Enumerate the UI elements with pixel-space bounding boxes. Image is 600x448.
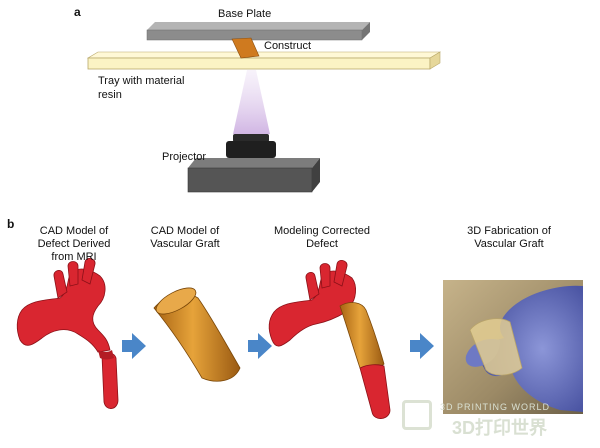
graft-model <box>153 287 241 382</box>
defect-vessel-lower <box>101 352 119 409</box>
tray-label-line2: resin <box>98 89 122 101</box>
corrected-branch-1 <box>305 272 320 301</box>
construct-label: Construct <box>264 40 312 52</box>
step-2-caption-line1: CAD Model of <box>150 225 220 237</box>
tray-label-line1: Tray with material <box>98 75 185 87</box>
step-arrow-1 <box>122 333 146 359</box>
corrected-branch-2 <box>319 263 331 289</box>
corrected-vessel-lower <box>359 364 391 419</box>
projector-label: Projector <box>162 151 207 163</box>
step-1-caption-line3: from MRI <box>51 251 97 263</box>
panel-b-label: b <box>7 217 15 231</box>
step-arrow-2 <box>248 333 272 359</box>
resin-tray <box>87 57 431 70</box>
projector-body-side <box>312 158 320 192</box>
step-3-caption-line2: Defect <box>306 238 338 250</box>
projector-body <box>187 167 313 193</box>
defect-stenosis <box>98 350 114 360</box>
step-3-caption-line1: Modeling Corrected <box>274 225 370 237</box>
projector-body-top <box>188 158 320 168</box>
step-1-caption-line2: Defect Derived <box>37 238 111 250</box>
step-4-caption-line1: 3D Fabrication of <box>467 225 551 237</box>
step-4-caption: 3D Fabrication of Vascular Graft <box>467 225 551 251</box>
base-plate <box>146 29 363 41</box>
glove-hand <box>481 285 583 412</box>
projector-lens-top <box>233 134 269 142</box>
step-2-caption: CAD Model of Vascular Graft <box>150 225 220 251</box>
corrected-branch-3 <box>333 260 348 287</box>
corrected-model <box>268 260 391 419</box>
panel-a-label: a <box>74 5 81 19</box>
step-2-caption-line2: Vascular Graft <box>150 238 220 250</box>
step-3-caption: Modeling Corrected Defect <box>274 225 370 251</box>
printer-schematic <box>86 22 442 193</box>
step-arrow-3 <box>410 333 434 359</box>
printed-construct <box>231 37 260 59</box>
base-plate-label: Base Plate <box>218 8 272 20</box>
fabrication-photo <box>443 280 583 414</box>
watermark-logo <box>402 400 432 430</box>
step-arrows <box>122 333 434 359</box>
defect-model <box>16 258 119 409</box>
defect-branch-3 <box>81 258 96 285</box>
step-4-caption-line2: Vascular Graft <box>474 238 544 250</box>
watermark-line1: 3D PRINTING WORLD <box>440 402 551 412</box>
base-plate-top <box>147 22 370 30</box>
projector-lens <box>226 141 276 158</box>
graft-opening <box>155 287 197 315</box>
defect-branch-2 <box>67 261 79 287</box>
printed-graft <box>469 318 523 376</box>
resin-tray-side <box>429 51 441 70</box>
projector-beam <box>233 70 270 134</box>
defect-branch-1 <box>53 270 68 299</box>
watermark-line2: 3D打印世界 <box>452 418 548 438</box>
step-1-caption: CAD Model of Defect Derived from MRI <box>38 225 111 264</box>
step-1-caption-line1: CAD Model of <box>39 225 109 237</box>
corrected-graft-segment <box>339 302 385 371</box>
base-plate-side <box>362 22 370 40</box>
